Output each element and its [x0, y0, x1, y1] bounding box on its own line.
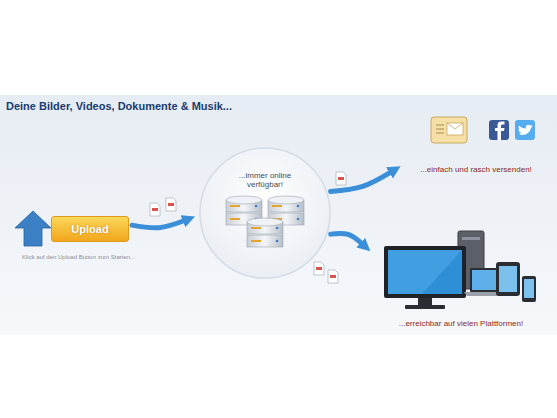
- flow-arrow: [132, 220, 185, 228]
- devices-illustration: [384, 231, 536, 309]
- node-text: Upload: [71, 223, 108, 235]
- twitter-icon: [515, 120, 535, 140]
- flow-arrow: [331, 234, 363, 245]
- node-text: ...einfach und rasch versenden!: [420, 165, 532, 174]
- flow-arrow: [331, 172, 392, 192]
- cloud-circle: ...immer online verfügbar!: [199, 147, 331, 279]
- upload-button: Upload: [51, 216, 129, 242]
- share-group: ...einfach und rasch versenden!: [405, 112, 547, 176]
- background-panel: [0, 95, 557, 335]
- node-text: ...immer online verfügbar!: [232, 171, 298, 189]
- caption-note: Klick auf den Upload Button zum Starten.…: [22, 254, 135, 260]
- server-stack: [226, 196, 304, 247]
- circle-outline: [199, 147, 331, 279]
- file-icons: [150, 172, 346, 283]
- cloud-circle-fill: [199, 147, 331, 279]
- email-icon: [431, 117, 467, 143]
- facebook-icon: [489, 120, 509, 140]
- node-text: ...erreichbar auf vielen Plattformen!: [399, 319, 524, 328]
- title: Deine Bilder, Videos, Dokumente & Musik.…: [6, 100, 232, 112]
- upload-arrow-icon: [15, 211, 51, 246]
- platform-group: ...erreichbar auf vielen Plattformen!: [376, 222, 546, 330]
